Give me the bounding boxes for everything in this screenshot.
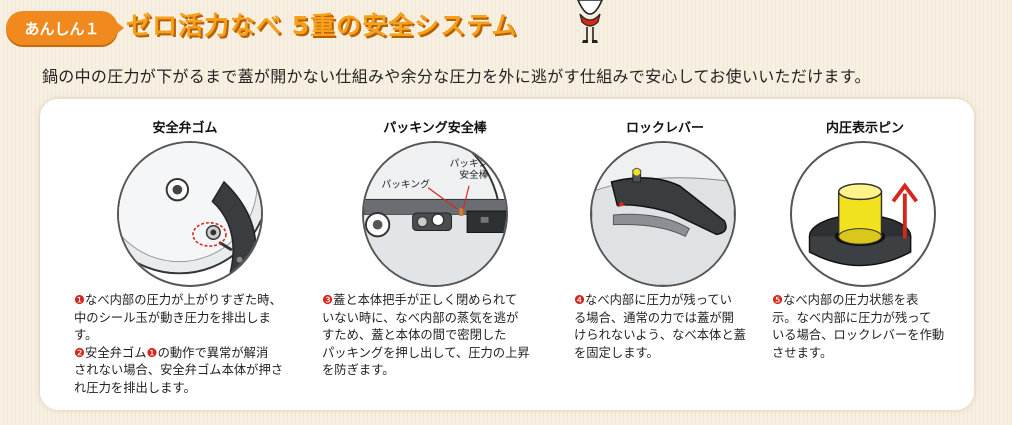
- feature-title: ロックレバー: [625, 121, 704, 136]
- pressure-pin-illustration: [790, 141, 936, 287]
- section-title: ゼロ活力なべ 5重の安全システム: [126, 11, 518, 40]
- badge-notch: [114, 20, 124, 36]
- callout-packing: パッキング: [382, 178, 431, 191]
- safety-valve-illustration: [117, 141, 263, 287]
- feature-number-icon: ❺: [772, 293, 784, 307]
- feature-description: ❸蓋と本体把手が正しく閉められて いない時に、なべ内部の蒸気を逃が すため、蓋と…: [322, 293, 530, 377]
- feature-number-icon: ❷: [74, 345, 86, 360]
- feature-description: ❺なべ内部の圧力状態を表 示。なべ内部に圧力が残って いる場合、ロックレバーを作…: [772, 293, 945, 360]
- feature-description: ❹なべ内部に圧力が残ってい る場合、通常の力では蓋が開 けられないよう、なべ本体…: [574, 293, 746, 360]
- intro-text: 鍋の中の圧力が下がるまで蓋が開かない仕組みや余分な圧力を外に逃がす仕組みで安心し…: [42, 67, 871, 86]
- callout-rod-line1: パッキング: [450, 156, 499, 169]
- feature-title: パッキング安全棒: [383, 121, 487, 136]
- feature-title: 安全弁ゴム: [152, 121, 218, 136]
- callout-rod-line2: 安全棒: [459, 168, 488, 181]
- feature-number-icon: ❹: [574, 293, 586, 307]
- feature-number-icon: ❶: [74, 293, 86, 307]
- packing-rod-illustration: パッキング パッキング 安全棒: [362, 141, 508, 287]
- feature-description: ❶なべ内部の圧力が上がりすぎた時、 中のシール玉が動き圧力を排出しま す。 ❷安…: [74, 293, 284, 395]
- feature-title: 内圧表示ピン: [825, 121, 904, 136]
- feature-number-icon: ❶: [146, 345, 158, 360]
- feature-number-icon: ❸: [322, 293, 334, 307]
- mascot-illustration: [577, 0, 603, 43]
- anshin-badge: あんしん１: [6, 11, 118, 45]
- features-panel: 安全弁ゴム ❶なべ内部の圧力が上がりすぎた時、 中のシール玉が動き圧力を排出しま…: [40, 99, 974, 410]
- lock-lever-illustration: [590, 141, 736, 287]
